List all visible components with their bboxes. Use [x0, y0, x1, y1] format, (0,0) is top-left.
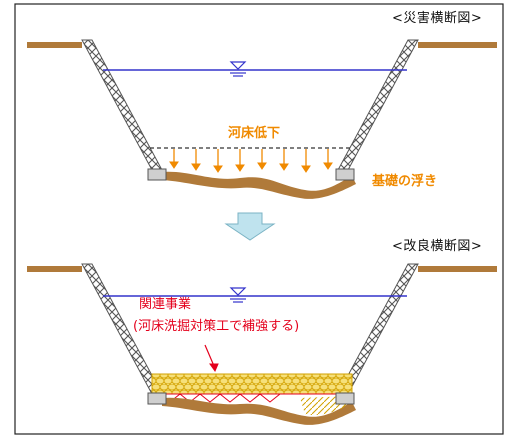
left-revetment [81, 39, 163, 171]
right-bank-ground [418, 42, 497, 48]
transition-down-arrow [224, 212, 276, 241]
water-level-symbol [229, 61, 247, 77]
improved-section-label: <改良横断図> [392, 239, 483, 254]
riverbed-lowering-label: 河床低下 [228, 126, 281, 141]
right-revetment [337, 39, 419, 171]
right-bank-ground-bottom [418, 266, 497, 272]
disaster-section-label: <災害横断図> [392, 11, 483, 26]
related-project-label: 関連事業 [139, 297, 192, 312]
scour-countermeasure-fill [151, 373, 353, 395]
foundation-float-label: 基礎の浮き [372, 174, 438, 189]
left-foundation-block [147, 168, 167, 181]
right-foundation-block [335, 168, 355, 181]
diagram-border [14, 3, 504, 435]
eroded-riverbed [162, 171, 356, 199]
improved-cross-section [27, 263, 497, 425]
reinforcement-lattice [152, 393, 352, 403]
disaster-cross-section [27, 39, 497, 199]
left-bank-ground-bottom [27, 266, 82, 272]
left-foundation-block-bottom [147, 392, 167, 405]
underlying-riverbed [162, 397, 356, 425]
related-project-pointer-arrow [204, 344, 219, 373]
right-foundation-block-bottom [335, 392, 355, 405]
reinforcement-note-label: (河床洗掘対策工で補強する) [133, 319, 300, 334]
water-level-symbol-bottom [229, 287, 247, 303]
left-bank-ground [27, 42, 82, 48]
riverbed-lowering-arrows [169, 149, 333, 173]
